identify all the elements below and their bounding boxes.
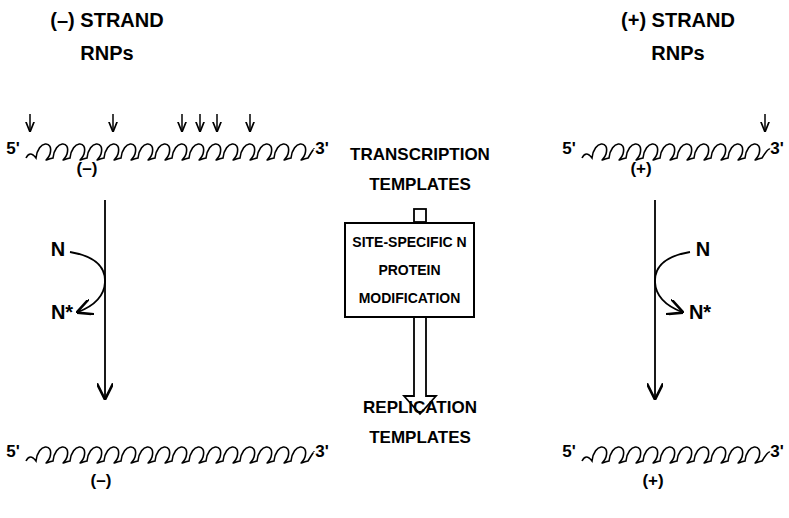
protein-label: N*	[689, 301, 711, 323]
protein-label: N	[51, 238, 65, 260]
end-label: 3'	[770, 140, 784, 159]
coil	[26, 447, 314, 463]
template-heading: TRANSCRIPTION TEMPLATES	[335, 140, 505, 200]
protein-label: N	[696, 238, 710, 260]
strand-sign: (–)	[91, 472, 112, 491]
coil	[582, 144, 770, 160]
end-label: 5'	[562, 140, 576, 159]
end-label: 5'	[6, 140, 20, 159]
protein-label: N*	[51, 301, 73, 323]
template-heading: REPLICATION TEMPLATES	[335, 393, 505, 453]
end-label: 5'	[562, 443, 576, 462]
coil	[26, 144, 314, 160]
start-arrows	[30, 114, 765, 131]
box-text: SITE-SPECIFIC N PROTEIN MODIFICATION	[346, 228, 473, 312]
strand-sign: (+)	[642, 472, 663, 491]
coil	[582, 447, 770, 463]
conversion-arrows	[70, 200, 690, 398]
signpost-box: SITE-SPECIFIC N PROTEIN MODIFICATION	[344, 222, 475, 318]
strand-heading: (–) STRAND RNPs	[37, 4, 177, 70]
strand-sign: (+)	[630, 160, 651, 179]
end-label: 3'	[770, 443, 784, 462]
strand-heading: (+) STRAND RNPs	[608, 4, 748, 70]
strand-sign: (–)	[77, 160, 98, 179]
end-label: 3'	[315, 140, 329, 159]
end-label: 3'	[315, 443, 329, 462]
end-label: 5'	[6, 443, 20, 462]
